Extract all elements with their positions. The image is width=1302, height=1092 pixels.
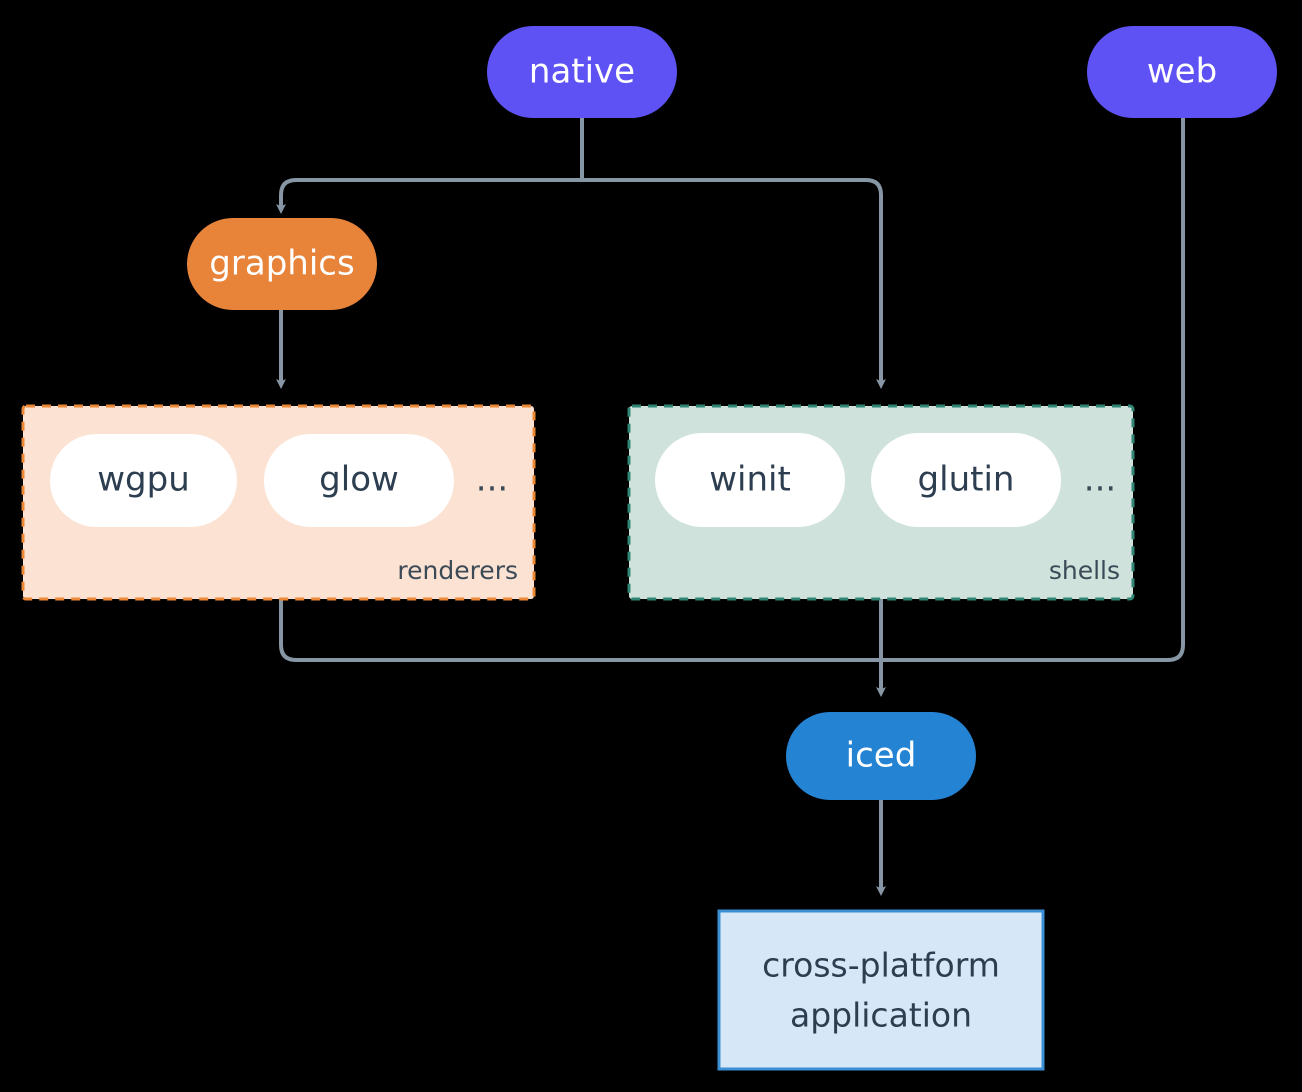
node-application-label-line2: application <box>790 996 972 1035</box>
group-shells-label: shells <box>1049 556 1120 585</box>
edge-web-to-iced <box>879 116 1185 662</box>
group-renderers: wgpu glow ... renderers <box>21 404 536 601</box>
node-graphics-shape <box>187 218 377 310</box>
node-web-shape <box>1087 26 1277 118</box>
node-graphics-label: graphics <box>209 244 354 284</box>
renderers-ellipsis: ... <box>476 460 508 500</box>
node-web[interactable]: web <box>1087 26 1277 118</box>
edge-native-to-graphics <box>276 178 584 214</box>
pill-glow-label: glow <box>319 460 399 500</box>
node-application-label-line1: cross-platform <box>762 946 1000 985</box>
node-iced-shape <box>786 712 976 800</box>
pill-winit[interactable] <box>655 433 845 527</box>
shells-ellipsis: ... <box>1084 460 1116 500</box>
node-iced[interactable]: iced <box>786 712 976 800</box>
pill-wgpu[interactable] <box>50 434 237 527</box>
node-native-shape <box>487 26 677 118</box>
group-renderers-label: renderers <box>397 556 518 585</box>
node-application[interactable]: cross-platform application <box>717 909 1045 1071</box>
pill-glutin[interactable] <box>871 433 1061 527</box>
pill-wgpu-label: wgpu <box>97 460 190 500</box>
node-native-label: native <box>529 52 635 92</box>
group-shells: winit glutin ... shells <box>627 404 1135 601</box>
pill-glow[interactable] <box>264 434 454 527</box>
pill-winit-label: winit <box>709 460 791 500</box>
connector-layer <box>276 116 1185 896</box>
edge-renderers-to-iced <box>279 597 883 662</box>
node-iced-label: iced <box>846 736 917 776</box>
pill-glutin-label: glutin <box>918 460 1015 500</box>
node-web-label: web <box>1147 52 1217 92</box>
node-native[interactable]: native <box>487 26 677 118</box>
edge-native-to-shells <box>580 178 886 389</box>
node-application-shape <box>717 909 1045 1071</box>
node-graphics[interactable]: graphics <box>187 218 377 310</box>
